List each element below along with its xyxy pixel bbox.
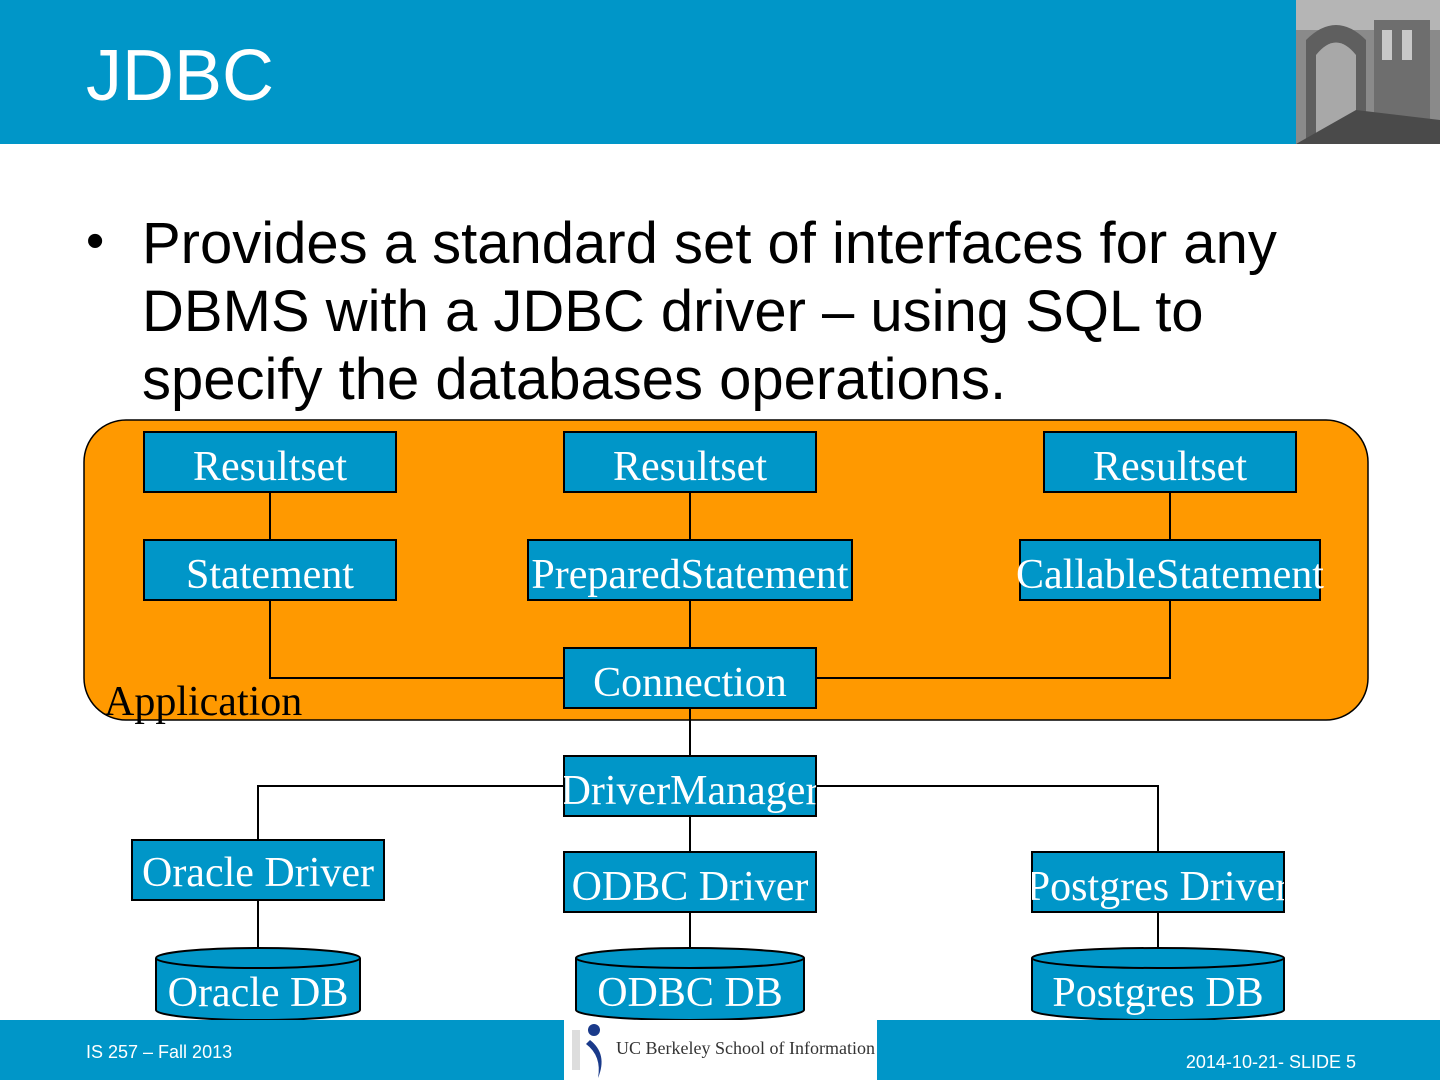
campus-building-photo bbox=[1296, 0, 1440, 144]
bullet-text: Provides a standard set of interfaces fo… bbox=[142, 211, 1277, 412]
footer-left-bar bbox=[0, 1020, 564, 1080]
postgres-driver-label: Postgres Driver bbox=[1027, 864, 1289, 910]
connection-box bbox=[563, 647, 817, 709]
odbc-db-cylinder bbox=[575, 947, 805, 1021]
oracle-db-label: Oracle DB bbox=[168, 970, 349, 1016]
footer-slide-info: 2014-10-21- SLIDE 5 bbox=[1185, 1052, 1356, 1072]
postgres-db-label: Postgres DB bbox=[1052, 970, 1263, 1016]
driver-manager-box bbox=[563, 755, 817, 817]
odbc-driver-box bbox=[563, 851, 817, 913]
header-bar: JDBC bbox=[0, 0, 1440, 144]
footer-course: IS 257 – Fall 2013 bbox=[86, 1042, 233, 1062]
logo-text: UC Berkeley School of Information bbox=[616, 1038, 875, 1058]
application-label: Application bbox=[104, 679, 302, 725]
callable-statement-label: CallableStatement bbox=[1016, 552, 1324, 598]
footer-right-bar bbox=[877, 1020, 1440, 1080]
odbc-driver-label: ODBC Driver bbox=[572, 864, 809, 910]
connection-label: Connection bbox=[593, 660, 787, 706]
bullet-dot: • bbox=[86, 212, 105, 270]
connector-lines bbox=[257, 492, 1171, 950]
resultset-label-2: Resultset bbox=[613, 444, 767, 490]
resultset-label-3: Resultset bbox=[1093, 444, 1247, 490]
ischool-logo bbox=[564, 1020, 877, 1080]
oracle-driver-label: Oracle Driver bbox=[142, 850, 374, 896]
oracle-db-cylinder bbox=[155, 947, 361, 1021]
oracle-driver-box bbox=[131, 839, 385, 901]
postgres-db-cylinder bbox=[1031, 947, 1285, 1021]
resultset-box-1 bbox=[143, 431, 397, 493]
prepared-statement-box bbox=[527, 539, 853, 601]
resultset-box-2 bbox=[563, 431, 817, 493]
driver-manager-label: DriverManager bbox=[561, 768, 820, 814]
prepared-statement-label: PreparedStatement bbox=[531, 552, 849, 598]
statement-label: Statement bbox=[186, 552, 354, 598]
callable-statement-box bbox=[1019, 539, 1321, 601]
statement-box bbox=[143, 539, 397, 601]
resultset-label-1: Resultset bbox=[193, 444, 347, 490]
postgres-driver-box bbox=[1031, 851, 1285, 913]
resultset-box-3 bbox=[1043, 431, 1297, 493]
ischool-i-icon bbox=[572, 1024, 602, 1078]
odbc-db-label: ODBC DB bbox=[597, 970, 783, 1016]
slide-title: JDBC bbox=[86, 36, 275, 116]
